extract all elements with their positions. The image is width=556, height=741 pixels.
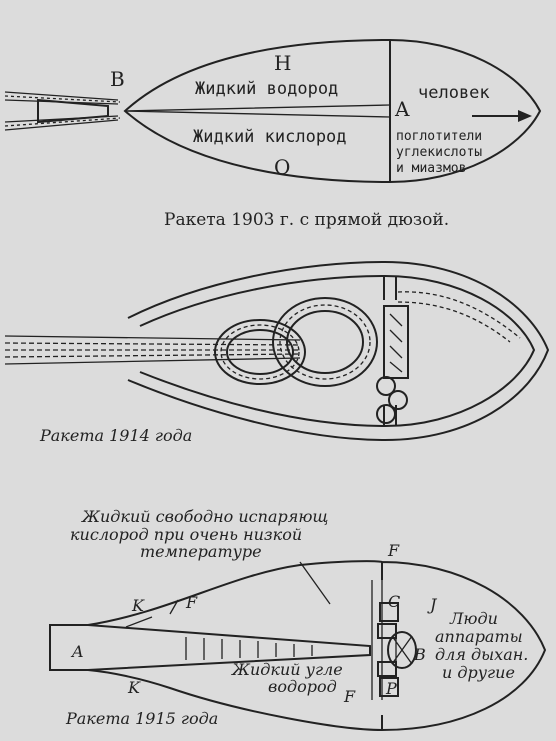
rocket-1903-inner-nozzle xyxy=(124,104,391,118)
rocket-1915-nozzle xyxy=(49,624,371,671)
rocket-1915-vent xyxy=(125,599,179,628)
label-O: O xyxy=(274,155,290,179)
label-absorbers-2: углекислоты xyxy=(396,145,482,160)
rocket-1914-inner-shell xyxy=(139,274,536,428)
caption-1903: Ракета 1903 г. с прямой дюзой. xyxy=(164,210,449,230)
rocket-1914-outer-shell xyxy=(127,260,550,442)
oxygen-note-2: кислород при очень низкой xyxy=(70,525,302,544)
people-label-4: и другие xyxy=(442,663,515,682)
label-hydrogen: Жидкий водород xyxy=(195,79,338,99)
rocket-1914-spheres xyxy=(376,376,408,424)
rocket-1915-nozzle-ticks xyxy=(185,637,313,660)
rocket-1915: Жидкий свободно испаряющ кислород при оч… xyxy=(49,507,547,732)
people-label-2: аппараты xyxy=(435,627,523,646)
rocket-1903-nozzle xyxy=(37,98,109,124)
label-H: H xyxy=(274,51,291,75)
people-label-3: для дыхан. xyxy=(435,645,528,664)
label-F-left: F xyxy=(185,593,198,612)
label-F-top: F xyxy=(387,541,400,560)
rocket-1903-arrow xyxy=(472,110,532,122)
rocket-1914-bulkhead xyxy=(383,276,397,426)
rocket-1914: Ракета 1914 года xyxy=(4,260,550,445)
rocket-1914-chamber xyxy=(383,305,409,379)
label-B: B xyxy=(110,67,125,91)
label-C: C xyxy=(388,592,400,611)
label-A: A xyxy=(394,97,410,121)
caption-1915: Ракета 1915 года xyxy=(65,709,218,728)
rocket-1915-pumps xyxy=(377,602,417,697)
hydrocarbon-label-1: Жидкий угле xyxy=(231,660,343,679)
label-B-1915: B xyxy=(413,645,426,664)
label-J: J xyxy=(427,595,438,614)
label-absorbers-1: поглотители xyxy=(396,129,482,144)
label-person: человек xyxy=(418,83,490,103)
caption-1914: Ракета 1914 года xyxy=(39,426,192,445)
label-oxygen: Жидкий кислород xyxy=(193,127,347,147)
label-A-1915: A xyxy=(70,642,84,661)
label-absorbers-3: и миазмов xyxy=(396,161,466,176)
rocket-1915-body xyxy=(87,560,547,732)
rocket-1914-coiled-tube xyxy=(214,297,378,387)
rocket-1914-exhaust-pipe xyxy=(4,335,301,365)
oxygen-note-pointer xyxy=(299,561,331,605)
rocket-1903-exhaust xyxy=(4,91,121,131)
label-P: P xyxy=(385,679,397,698)
oxygen-note-3: температуре xyxy=(140,542,262,561)
rocket-1914-upper-channel xyxy=(397,291,521,343)
oxygen-note-1: Жидкий свободно испаряющ xyxy=(81,507,328,526)
rocket-1903: B H Жидкий водород Жидкий кислород O A ч… xyxy=(4,38,542,230)
hydrocarbon-label-2: водород xyxy=(268,677,337,696)
label-K-bottom: K xyxy=(127,678,141,697)
rocket-1915-inner-hull xyxy=(371,580,383,700)
label-K-top: K xyxy=(131,596,145,615)
label-F-bottom: F xyxy=(343,687,356,706)
rocket-1903-body xyxy=(123,38,542,184)
people-label-1: Люди xyxy=(449,609,498,628)
